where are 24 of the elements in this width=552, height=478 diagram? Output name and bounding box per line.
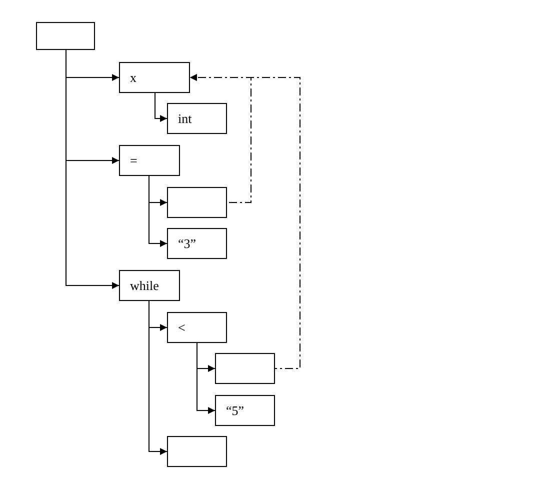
dash-dot-arrow	[190, 74, 300, 369]
tree-node-box	[215, 395, 275, 426]
arrow	[154, 92, 168, 122]
tree-node-box	[119, 62, 190, 93]
node-label: =	[130, 152, 138, 170]
arrow	[196, 342, 216, 414]
node-label: <	[178, 318, 186, 337]
node-label: int	[178, 110, 192, 128]
node-label: “3”	[178, 234, 196, 253]
empty-node-box	[167, 187, 227, 218]
node-label: “5”	[226, 402, 244, 420]
empty-node-box	[36, 22, 95, 50]
arrow	[148, 176, 168, 247]
empty-node-box	[167, 436, 227, 467]
arrow	[148, 300, 168, 455]
tree-node-box	[119, 270, 180, 301]
tree-node-box	[167, 103, 227, 134]
empty-node-box	[215, 353, 275, 384]
tree-node-box	[167, 312, 227, 343]
node-label: while	[130, 276, 159, 295]
tree-node-box	[167, 228, 227, 259]
tree-node-box	[119, 145, 180, 176]
node-label: x	[130, 68, 136, 87]
arrow	[66, 50, 120, 289]
